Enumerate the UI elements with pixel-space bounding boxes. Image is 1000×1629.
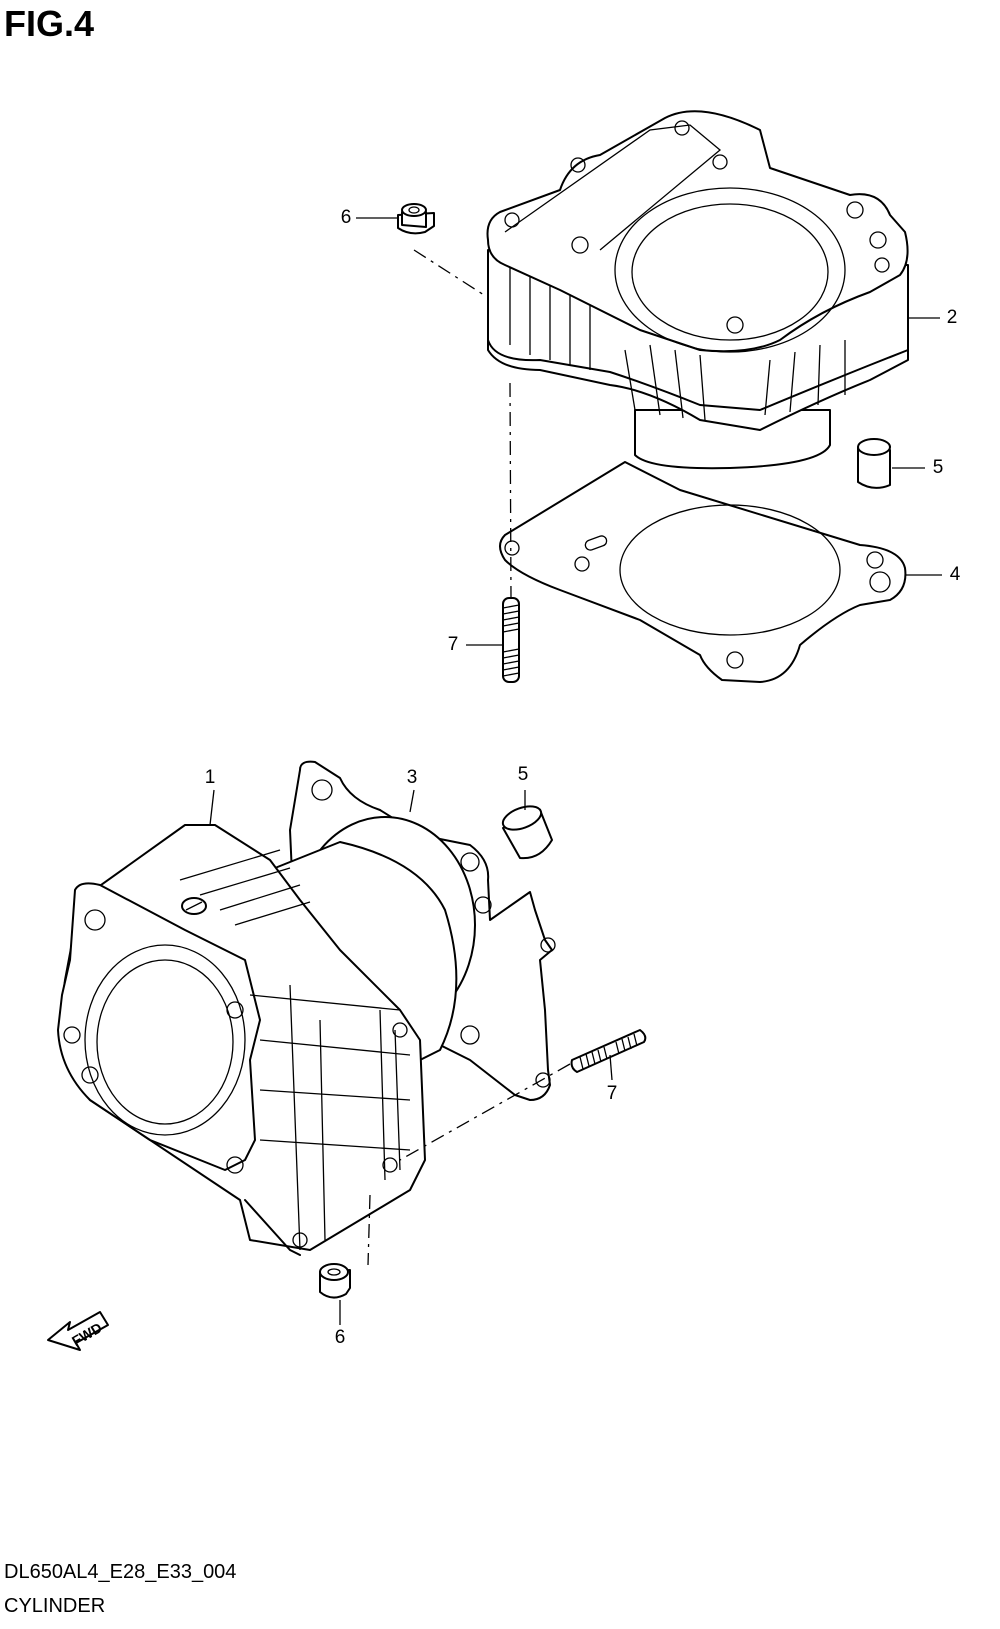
diagram-name: CYLINDER bbox=[4, 1595, 106, 1617]
callout-6-top: 6 bbox=[340, 207, 352, 228]
callout-7-top: 7 bbox=[447, 634, 459, 655]
callout-2: 2 bbox=[946, 307, 958, 328]
nut-top bbox=[397, 203, 435, 235]
nut-bottom bbox=[319, 1263, 351, 1299]
fwd-arrow-icon: FWD bbox=[47, 1311, 109, 1351]
cylinder-bottom bbox=[57, 824, 458, 1256]
diagram-code: DL650AL4_E28_E33_004 bbox=[4, 1561, 237, 1583]
callout-4: 4 bbox=[949, 564, 961, 585]
figure-title: FIG.4 bbox=[4, 3, 95, 44]
stud-bottom bbox=[570, 1029, 647, 1073]
stud-top bbox=[502, 597, 520, 683]
callout-1: 1 bbox=[204, 767, 216, 788]
callout-5-top: 5 bbox=[932, 457, 944, 478]
callout-7-bottom: 7 bbox=[606, 1083, 618, 1104]
dowel-top bbox=[857, 438, 891, 489]
gasket-top bbox=[499, 461, 907, 683]
callout-5-bottom: 5 bbox=[517, 764, 529, 785]
callout-6-bottom: 6 bbox=[334, 1327, 346, 1348]
dowel-bottom bbox=[501, 805, 553, 860]
cylinder-top bbox=[486, 110, 909, 470]
callout-3: 3 bbox=[406, 767, 418, 788]
